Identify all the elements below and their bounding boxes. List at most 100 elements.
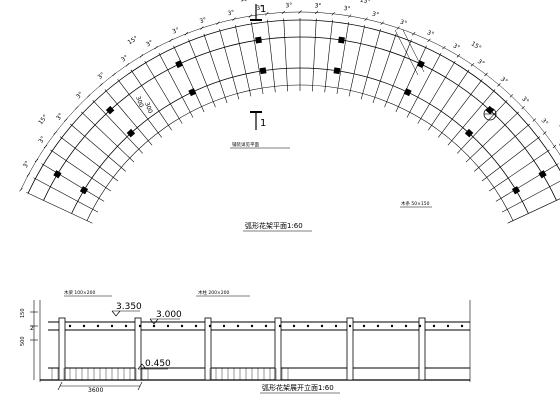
dim-tick [314,10,319,15]
dim-tick [497,83,501,87]
plan-note-right: 木条 50×150 [401,200,430,207]
dim-tick [86,94,91,98]
arc-dim-label: 3° [171,26,180,35]
arc-dim-label: 3° [256,4,264,12]
rafter-end [208,324,212,328]
left-dims: 150 2 500 [20,300,38,380]
dim-tick [43,144,48,149]
arc-dim-label: 3° [476,58,486,68]
radial-dim-1: 300 [134,95,145,108]
rafter-end [334,324,338,328]
arc-dim-label: 3° [285,2,292,9]
level-top: 3.350 [111,302,142,317]
rafter [406,52,442,118]
dim-tick [248,14,253,18]
rafter-end [348,324,352,328]
arc-angle-label: 15° [359,0,371,5]
arc-dim-label: 3° [120,54,130,64]
dim-tick [281,10,286,15]
arc-angle-label: 15° [470,40,483,52]
leader-line [402,29,425,73]
elevation-post [134,317,142,381]
rafter [70,123,126,172]
level-beam-label: 3.000 [156,310,182,320]
dim-tick [521,105,525,110]
rafter [59,136,119,182]
rafter [234,24,252,97]
left-dim-2: 2 [30,325,34,332]
arc-dim-label: 3° [343,5,351,13]
rafter-end [362,324,366,328]
dim-tick [396,26,400,30]
elevation-post [418,317,426,381]
arc-dim-label: 3° [426,29,435,38]
rafter [33,177,99,213]
arc-dim-label: 3° [557,141,560,151]
column-post [259,67,267,75]
dim-tick [484,72,488,77]
arc-dim-label: 3° [199,16,208,25]
dim-tick [442,45,446,50]
dim-tick [532,118,537,122]
left-dim-3: 500 [20,336,26,346]
rafter-end [264,324,268,328]
arc-dim-label: 3° [314,2,321,9]
rafter [267,19,276,93]
rafter-end [68,324,72,328]
elev-note-1: 木梁 100×200 [64,289,112,297]
rafter [395,45,427,113]
rafter [173,45,205,113]
dim-tick [34,158,39,163]
level-top-label: 3.350 [116,302,142,312]
rafter [203,33,228,104]
column-post [538,170,547,179]
elevation-title: 弧形花架展开立面1:60 [262,383,334,392]
rafter-end [404,324,408,328]
rafter [438,79,483,138]
arc-dim-label: 3° [520,95,530,105]
elevation-post [204,317,212,381]
column-post [416,60,425,69]
bottom-dim: 3600 [57,381,143,394]
rafter-end [138,324,142,328]
elevation-post [346,317,354,381]
column-post [333,67,341,75]
level-base: 0.450 [137,359,171,370]
level-beam: 3.000 [149,310,182,325]
dim-tick [63,118,68,122]
rafter-end [124,324,128,328]
rafter [144,60,183,124]
arc-dim-label: 3° [399,19,408,28]
dim-tick [509,94,514,98]
elev-note-1-label: 木梁 100×200 [64,289,96,296]
level-base-label: 0.450 [145,359,171,369]
rafter-end [432,324,436,328]
rafter-end [418,324,422,328]
rafter-end [110,324,114,328]
rafter-end [376,324,380,328]
dim-tick [265,12,269,16]
arc-dim-label: 3° [540,117,550,127]
note-right-group: 木条 50×150 [400,200,432,208]
dim-tick [184,32,188,36]
dim-tick [19,188,23,192]
radial-dim-group: 300 300 [134,95,154,114]
dim-tick [331,12,335,16]
dim-tick [232,17,236,21]
dim-tick [125,63,130,67]
column-post [105,105,115,115]
column-post [175,60,184,69]
rafter [117,79,162,138]
elevation-post [58,317,66,381]
plan-title: 弧形花架平面1:60 [245,221,303,230]
column-post [255,36,262,44]
rafter [481,136,541,182]
column-post [126,128,136,138]
rafter-end [222,324,226,328]
rafter [26,192,93,224]
elevation-post [274,317,282,381]
dim-tick [543,131,547,135]
arc-dim-label: 3° [97,71,107,81]
arc-dim-label: 3° [145,39,154,48]
